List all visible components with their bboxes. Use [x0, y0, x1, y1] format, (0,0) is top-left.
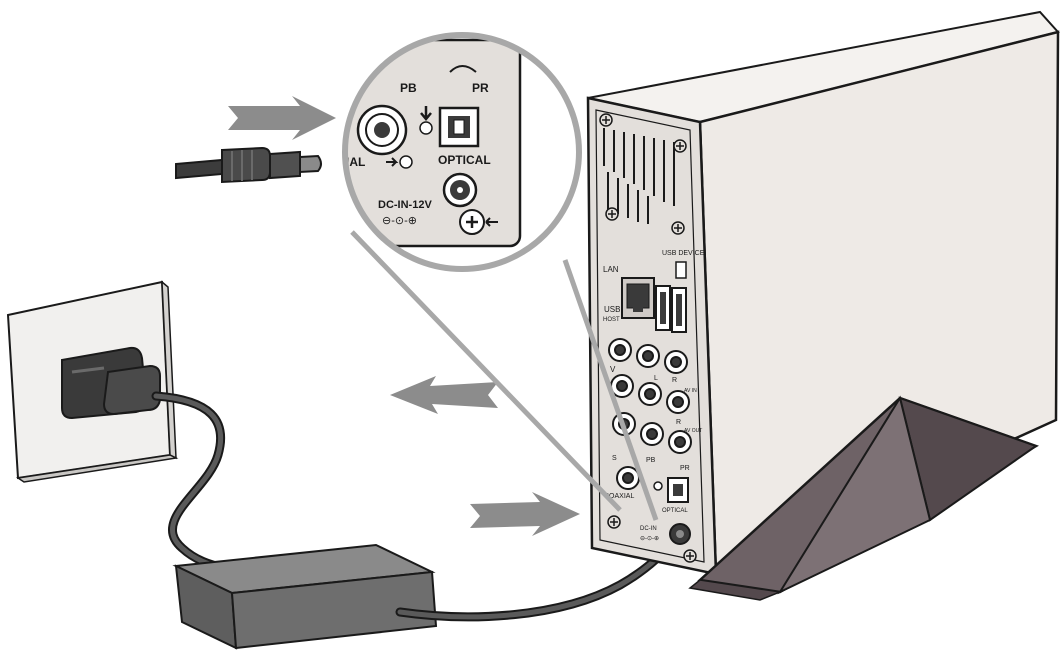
zoom-label-polarity: ⊖-⊙-⊕ — [382, 215, 417, 227]
zoom-label-dc-in: DC-IN-12V — [378, 199, 432, 211]
label-av-out: AV OUT — [684, 428, 702, 434]
label-v: V — [610, 365, 616, 374]
zoom-callout: PB PR XIAL OPTICAL DC-IN-12V ⊖-⊙-⊕ — [338, 32, 582, 272]
label-lan: LAN — [603, 265, 619, 274]
arrow-in-top — [228, 96, 336, 140]
usb-device-port — [675, 261, 687, 279]
usb-host-ports — [655, 285, 687, 333]
optical-port — [667, 477, 689, 503]
label-host: HOST — [603, 317, 620, 323]
label-coaxial-panel: COAXIAL — [604, 493, 634, 500]
arrow-in-bottom — [470, 492, 580, 536]
label-polarity-panel: ⊖-⊙-⊕ — [640, 536, 659, 542]
label-l: L — [654, 375, 658, 382]
zoom-label-pb: PB — [400, 81, 417, 95]
zoom-label-coaxial: XIAL — [338, 155, 365, 169]
vent-grille — [603, 128, 675, 224]
label-s: S — [612, 455, 617, 462]
label-optical-panel: OPTICAL — [662, 508, 688, 514]
magnifier-connector — [350, 230, 659, 521]
power-adapter — [172, 543, 438, 650]
dc-in-jack — [669, 523, 691, 545]
label-av-in: AV IN — [684, 388, 697, 394]
zoom-label-pr: PR — [472, 81, 489, 95]
power-plug — [61, 346, 161, 420]
label-r-out: R — [676, 419, 681, 426]
lan-port — [621, 277, 655, 319]
screw-icon — [599, 113, 697, 563]
led-indicator — [653, 481, 663, 491]
zoom-label-optical: OPTICAL — [438, 153, 491, 167]
label-pb-panel: PB — [646, 457, 656, 464]
label-pr-panel: PR — [680, 465, 690, 472]
dc-plug — [175, 146, 322, 184]
arrow-out-mid — [390, 376, 498, 414]
device-stand — [688, 395, 1039, 601]
label-r: R — [672, 377, 677, 384]
label-usb: USB — [604, 305, 620, 314]
label-dc-in-panel: DC-IN — [640, 526, 657, 532]
label-usb-device: USB DEVICE — [662, 250, 705, 257]
rca-jacks — [608, 338, 692, 490]
